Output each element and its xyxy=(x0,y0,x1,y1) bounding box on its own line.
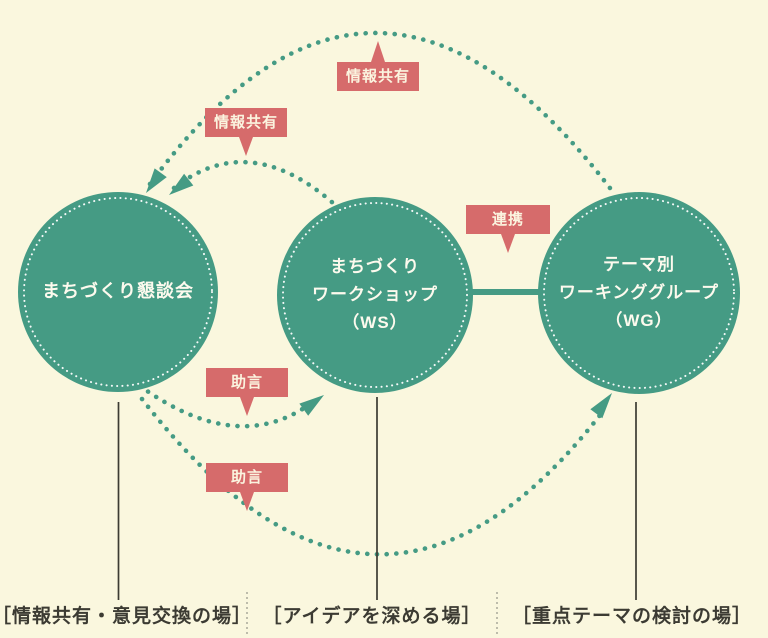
tag-label: 情報共有 xyxy=(345,68,410,85)
node-label-line: まちづくり懇談会 xyxy=(42,281,194,302)
arrowhead-icon xyxy=(299,395,324,416)
tag-jogen-upper: 助言 xyxy=(206,368,288,416)
node-workshop: まちづくり ワークショップ （WS） xyxy=(277,197,473,393)
arrowhead-icon xyxy=(590,393,612,419)
node-label-line: （WG） xyxy=(605,311,673,331)
tag-label: 情報共有 xyxy=(213,114,278,131)
info-share-arc-ws-to-kondankai xyxy=(171,159,336,206)
node-kondankai: まちづくり懇談会 xyxy=(18,192,218,392)
tag-label: 助言 xyxy=(230,374,263,391)
node-workshop-label: まちづくり ワークショップ （WS） xyxy=(312,253,438,337)
tag-info-share-top: 情報共有 xyxy=(337,41,419,91)
tag-renkei: 連携 xyxy=(466,205,550,253)
node-label-line: ワークショップ xyxy=(312,284,438,304)
dotted-ring xyxy=(543,197,735,389)
tag-jogen-lower: 助言 xyxy=(206,463,288,511)
arrowhead-icon xyxy=(169,173,194,195)
node-label-line: ワーキンググループ xyxy=(558,282,720,302)
node-label-line: （WS） xyxy=(342,313,408,333)
tag-label: 連携 xyxy=(491,211,524,228)
dotted-ring xyxy=(282,202,468,388)
caption-kondankai: ［情報共有・意見交換の場］ xyxy=(0,606,253,627)
node-working-group-label: テーマ別 ワーキンググループ （WG） xyxy=(559,251,719,335)
node-kondankai-label: まちづくり懇談会 xyxy=(42,277,194,307)
caption-working-group: ［重点テーマの検討の場］ xyxy=(511,606,753,627)
node-label-line: テーマ別 xyxy=(602,254,675,274)
tag-label: 助言 xyxy=(230,469,263,486)
node-working-group: テーマ別 ワーキンググループ （WG） xyxy=(538,192,740,394)
node-label-line: まちづくり xyxy=(330,256,420,276)
dotted-ring xyxy=(23,197,213,387)
tag-info-share-mid: 情報共有 xyxy=(205,108,287,156)
caption-workshop: ［アイデアを深める場］ xyxy=(262,606,482,627)
arrowhead-icon xyxy=(146,168,167,193)
jogen-arc-kondankai-to-ws xyxy=(137,383,317,429)
